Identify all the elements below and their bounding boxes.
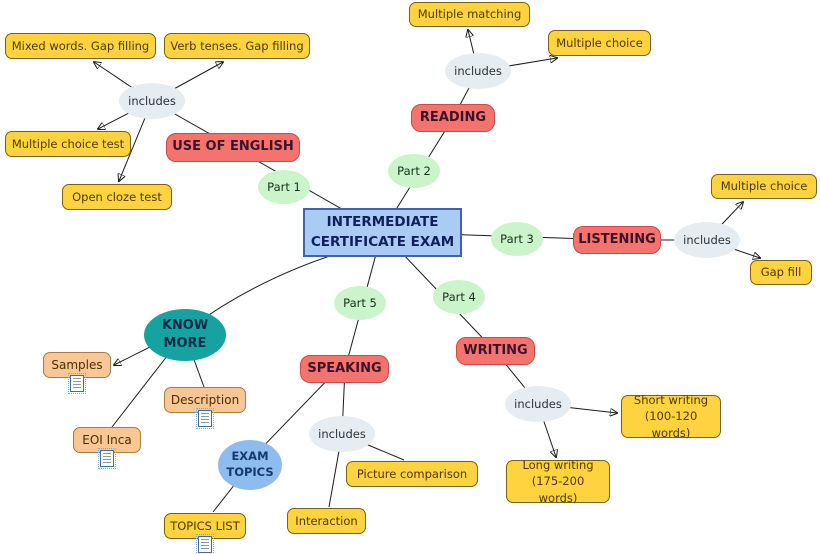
link-includes-listening[interactable]: includes <box>674 222 740 258</box>
item-multiple-choice-reading[interactable]: Multiple choice <box>548 30 651 56</box>
item-multiple-matching[interactable]: Multiple matching <box>409 2 530 27</box>
node-use-of-english[interactable]: USE OF ENGLISH <box>166 133 300 162</box>
node-speaking[interactable]: SPEAKING <box>300 355 389 383</box>
item-mixed-words-gap-filling[interactable]: Mixed words. Gap filling <box>5 33 156 59</box>
node-listening[interactable]: LISTENING <box>573 226 661 254</box>
node-writing[interactable]: WRITING <box>456 337 535 365</box>
document-icon-eoi-inca[interactable] <box>98 448 116 469</box>
resource-description[interactable]: Description <box>164 387 246 413</box>
link-part-4[interactable]: Part 4 <box>433 280 485 314</box>
resource-eoi-inca[interactable]: EOI Inca <box>73 427 141 453</box>
item-verb-tenses-gap-filling[interactable]: Verb tenses. Gap filling <box>164 33 310 59</box>
document-icon-description[interactable] <box>196 408 214 429</box>
item-long-writing[interactable]: Long writing (175-200 words) <box>506 458 610 505</box>
document-icon-topics-list[interactable] <box>196 534 214 554</box>
item-multiple-choice-test[interactable]: Multiple choice test <box>5 131 131 157</box>
document-icon-samples[interactable] <box>68 373 86 394</box>
link-includes-reading[interactable]: includes <box>445 53 511 89</box>
item-topics-list[interactable]: TOPICS LIST <box>164 513 246 539</box>
link-part-3[interactable]: Part 3 <box>491 222 543 256</box>
link-part-2[interactable]: Part 2 <box>388 154 440 188</box>
node-exam-topics[interactable]: EXAM TOPICS <box>218 440 282 490</box>
item-short-writing[interactable]: Short writing (100-120 words) <box>621 393 721 440</box>
link-includes-speaking[interactable]: includes <box>309 416 375 452</box>
link-part-1[interactable]: Part 1 <box>258 170 310 204</box>
node-reading[interactable]: READING <box>411 104 495 132</box>
link-part-5[interactable]: Part 5 <box>334 286 386 320</box>
item-interaction[interactable]: Interaction <box>287 508 366 534</box>
item-picture-comparison[interactable]: Picture comparison <box>346 461 478 487</box>
link-includes-use-of-english[interactable]: includes <box>119 83 185 119</box>
item-gap-fill[interactable]: Gap fill <box>750 260 812 285</box>
item-open-cloze-test[interactable]: Open cloze test <box>62 184 172 210</box>
item-multiple-choice-listening[interactable]: Multiple choice <box>711 174 817 199</box>
center-node[interactable]: INTERMEDIATE CERTIFICATE EXAM <box>303 208 462 257</box>
node-know-more[interactable]: KNOW MORE <box>144 309 226 361</box>
link-includes-writing[interactable]: includes <box>505 386 571 422</box>
